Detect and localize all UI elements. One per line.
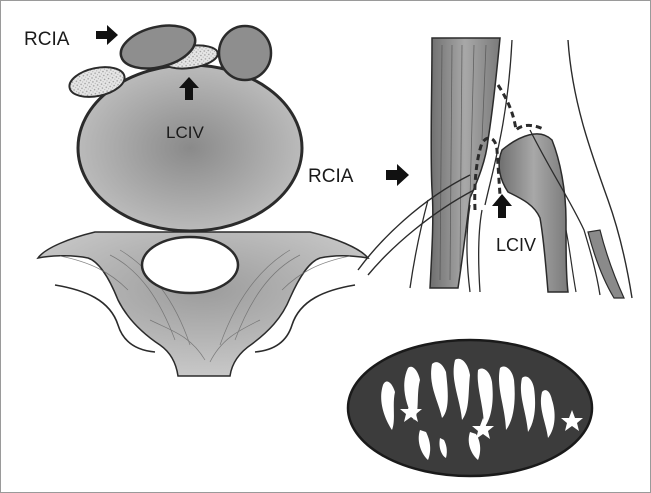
lumen-cross-section-panel — [348, 340, 592, 476]
right-arrow-icon — [386, 164, 409, 186]
rcia-label: RCIA — [308, 166, 354, 187]
rcia-label: RCIA — [24, 29, 70, 50]
lcia-cross-section — [219, 26, 271, 80]
right-arrow-icon — [96, 25, 118, 45]
up-arrow-icon — [492, 194, 512, 218]
lciv-vessel — [499, 134, 568, 292]
lciv-label: LCIV — [166, 123, 204, 142]
axial-section-panel: RCIA LCIV — [24, 18, 368, 376]
spinal-canal — [142, 237, 238, 293]
lciv-label: LCIV — [496, 235, 536, 255]
frontal-vessels-panel: RCIA LCIV — [308, 38, 632, 298]
